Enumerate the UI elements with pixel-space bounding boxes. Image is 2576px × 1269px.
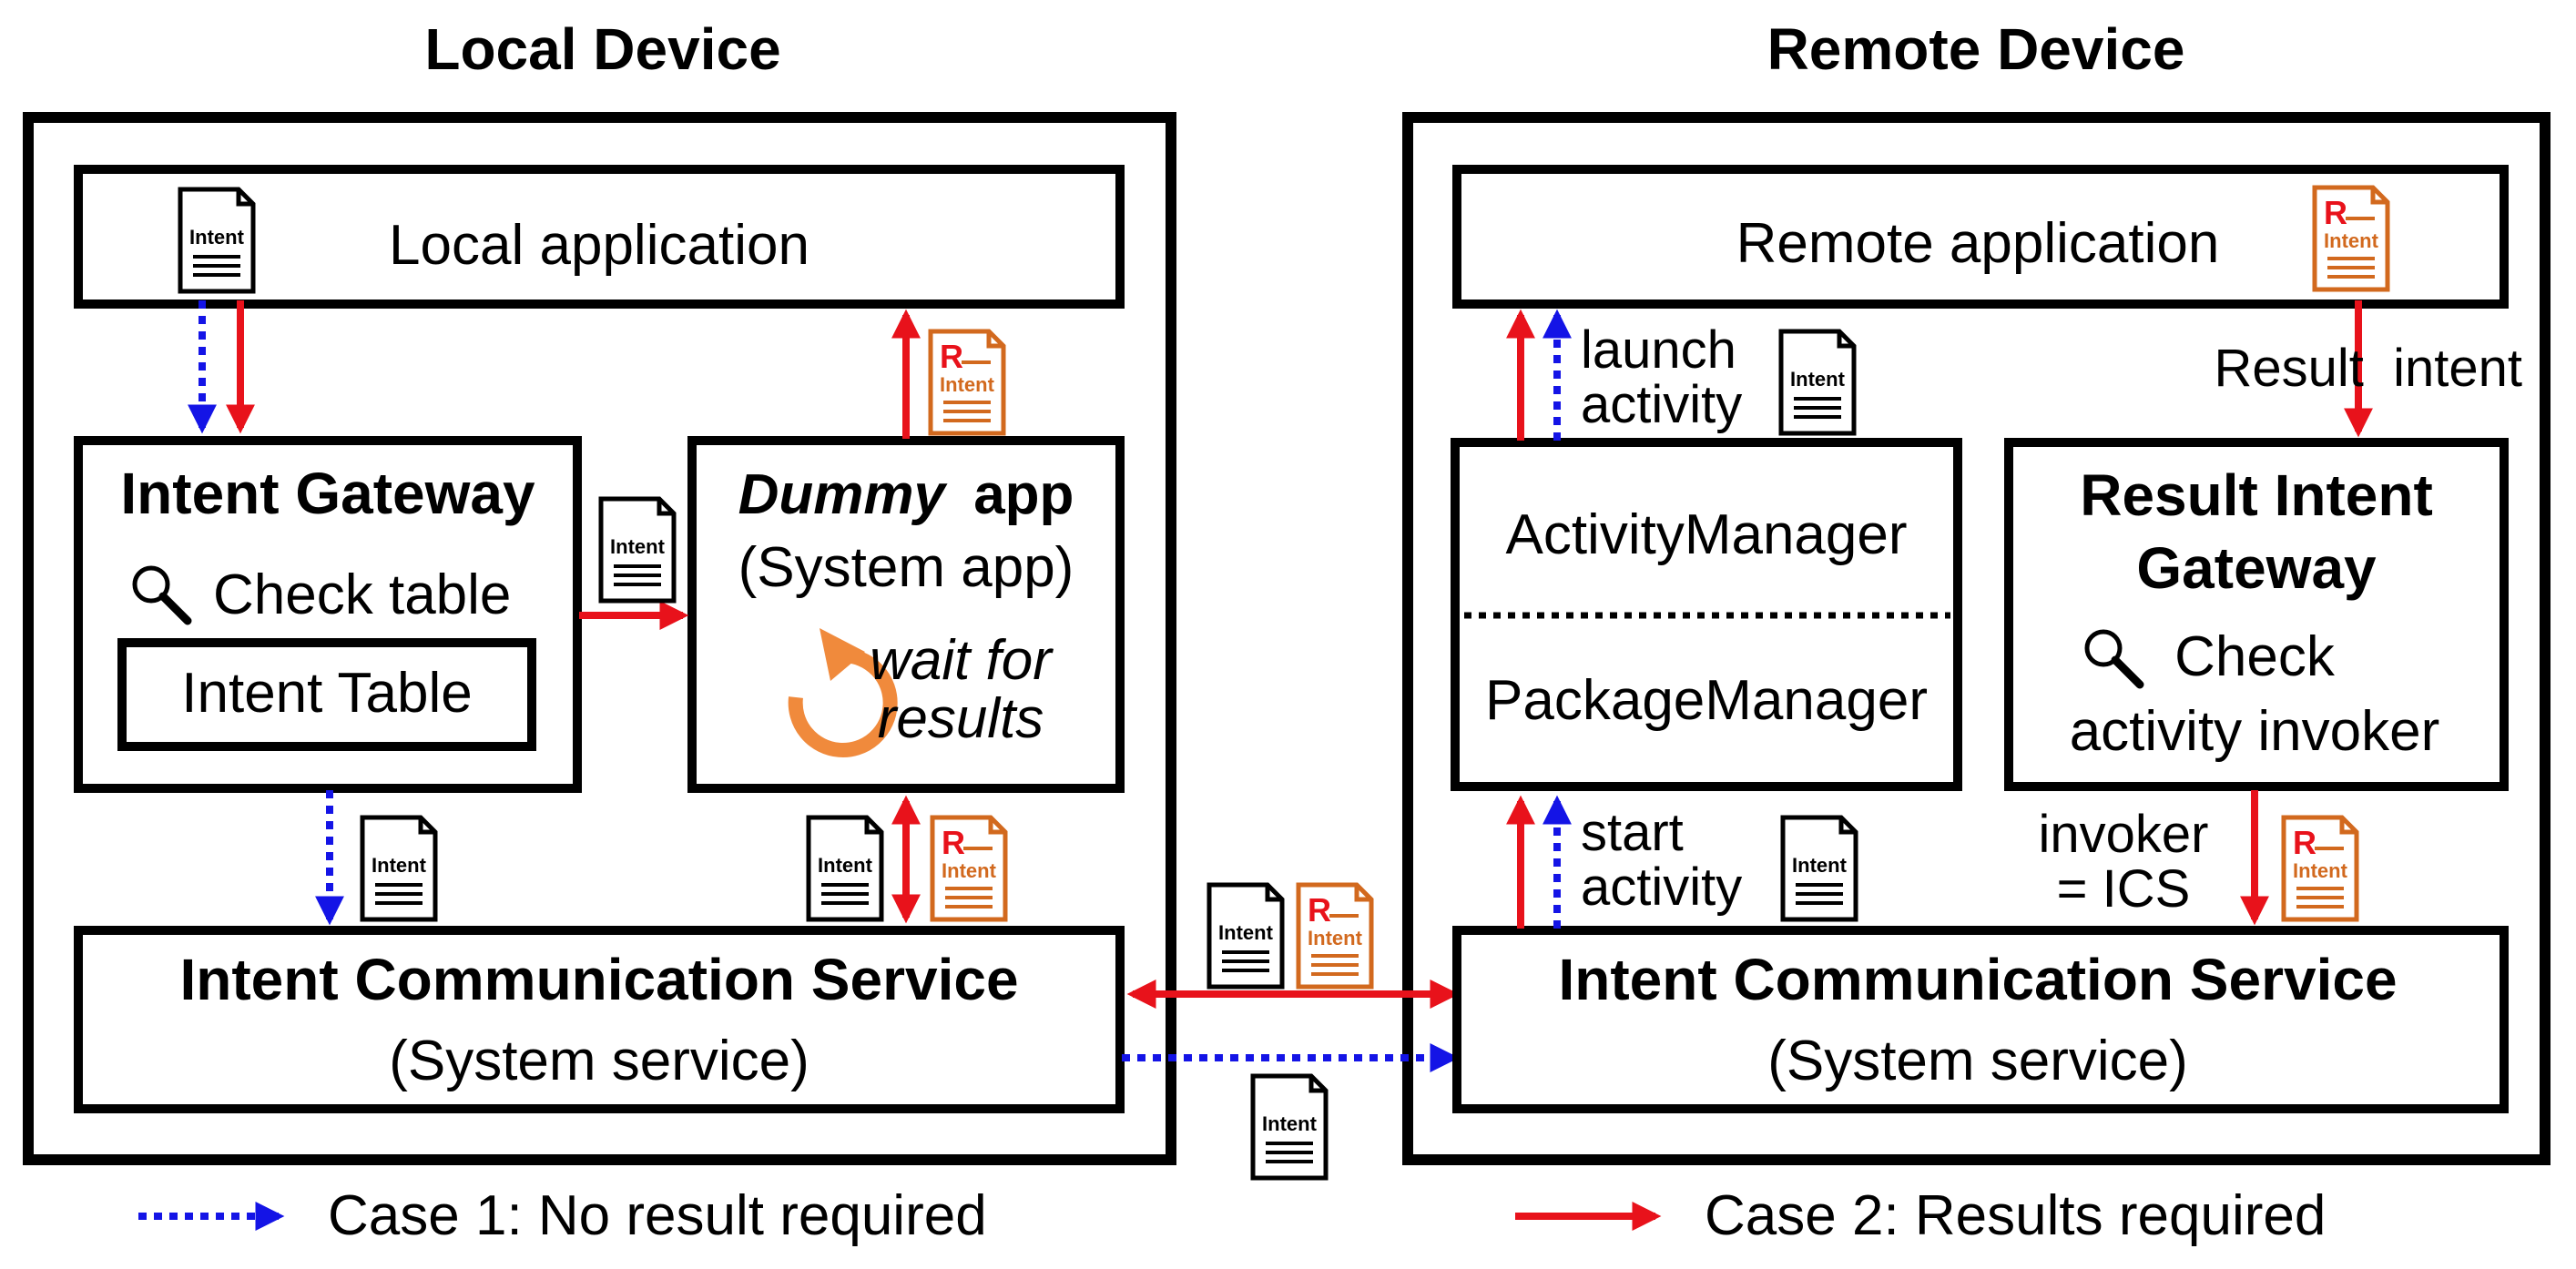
dummy-app-wait-line2: results — [878, 687, 1044, 750]
result-intent-gateway-box — [2004, 438, 2509, 791]
local-ics-subtitle: (System service) — [389, 1030, 809, 1092]
local-ics-box — [74, 926, 1125, 1113]
result-gateway-check-line1: Check — [2174, 625, 2336, 688]
local-device-title: Local Device — [424, 16, 780, 82]
result-intent-document-icon — [1298, 885, 1371, 987]
intent-gateway-title: Intent Gateway — [120, 461, 535, 526]
package-manager-label: PackageManager — [1485, 669, 1928, 732]
intent-document-icon — [1783, 817, 1856, 919]
intent-document-icon — [1781, 331, 1854, 433]
intent-table-box — [117, 638, 536, 751]
local-ics-title: Intent Communication Service — [179, 947, 1018, 1012]
legend-case1-label: Case 1: No result required — [328, 1184, 987, 1247]
intent-table-label: Intent Table — [181, 662, 472, 725]
intent-gateway-check-label: Check table — [213, 563, 511, 626]
start-activity-line1: start — [1581, 803, 1684, 862]
invoker-line2: = ICS — [2057, 859, 2191, 919]
activity-manager-label: ActivityManager — [1505, 503, 1907, 566]
intent-document-icon — [1209, 885, 1282, 987]
intent-document-icon — [601, 499, 674, 601]
result-gateway-title-line2: Gateway — [2136, 535, 2377, 601]
intent-document-icon — [809, 817, 881, 919]
result-intent-label: Result intent — [2214, 339, 2522, 398]
result-intent-document-icon — [2284, 817, 2357, 919]
intent-document-icon — [362, 817, 435, 919]
dummy-app-box — [687, 436, 1125, 793]
local-application-label: Local application — [389, 214, 809, 277]
launch-activity-line2: activity — [1581, 375, 1742, 434]
dummy-app-subtitle: (System app) — [738, 536, 1074, 599]
result-intent-document-icon — [2315, 188, 2388, 289]
legend-case2-label: Case 2: Results required — [1705, 1184, 2326, 1247]
intent-document-icon — [1253, 1076, 1326, 1178]
launch-activity-line1: launch — [1581, 320, 1736, 380]
invoker-line1: invoker — [2039, 805, 2209, 864]
result-gateway-title-line1: Result Intent — [2080, 462, 2433, 528]
result-gateway-check-line2: activity invoker — [2070, 700, 2440, 763]
remote-ics-subtitle: (System service) — [1767, 1030, 2188, 1092]
intent-document-icon — [180, 189, 253, 291]
dummy-app-title-rest: app — [973, 463, 1074, 526]
dummy-app-wait-line1: wait for — [870, 629, 1054, 692]
remote-device-title: Remote Device — [1767, 16, 2185, 82]
start-activity-line2: activity — [1581, 858, 1742, 917]
dummy-app-title: Dummy app — [738, 463, 1074, 526]
result-intent-document-icon — [932, 817, 1005, 919]
remote-ics-title: Intent Communication Service — [1558, 947, 2397, 1012]
result-intent-document-icon — [931, 331, 1003, 433]
manager-box — [1451, 438, 1962, 791]
remote-ics-box — [1452, 926, 2509, 1113]
dummy-app-title-italic: Dummy — [738, 463, 949, 526]
refresh-spinner-icon — [788, 628, 898, 757]
remote-application-label: Remote application — [1736, 212, 2220, 275]
